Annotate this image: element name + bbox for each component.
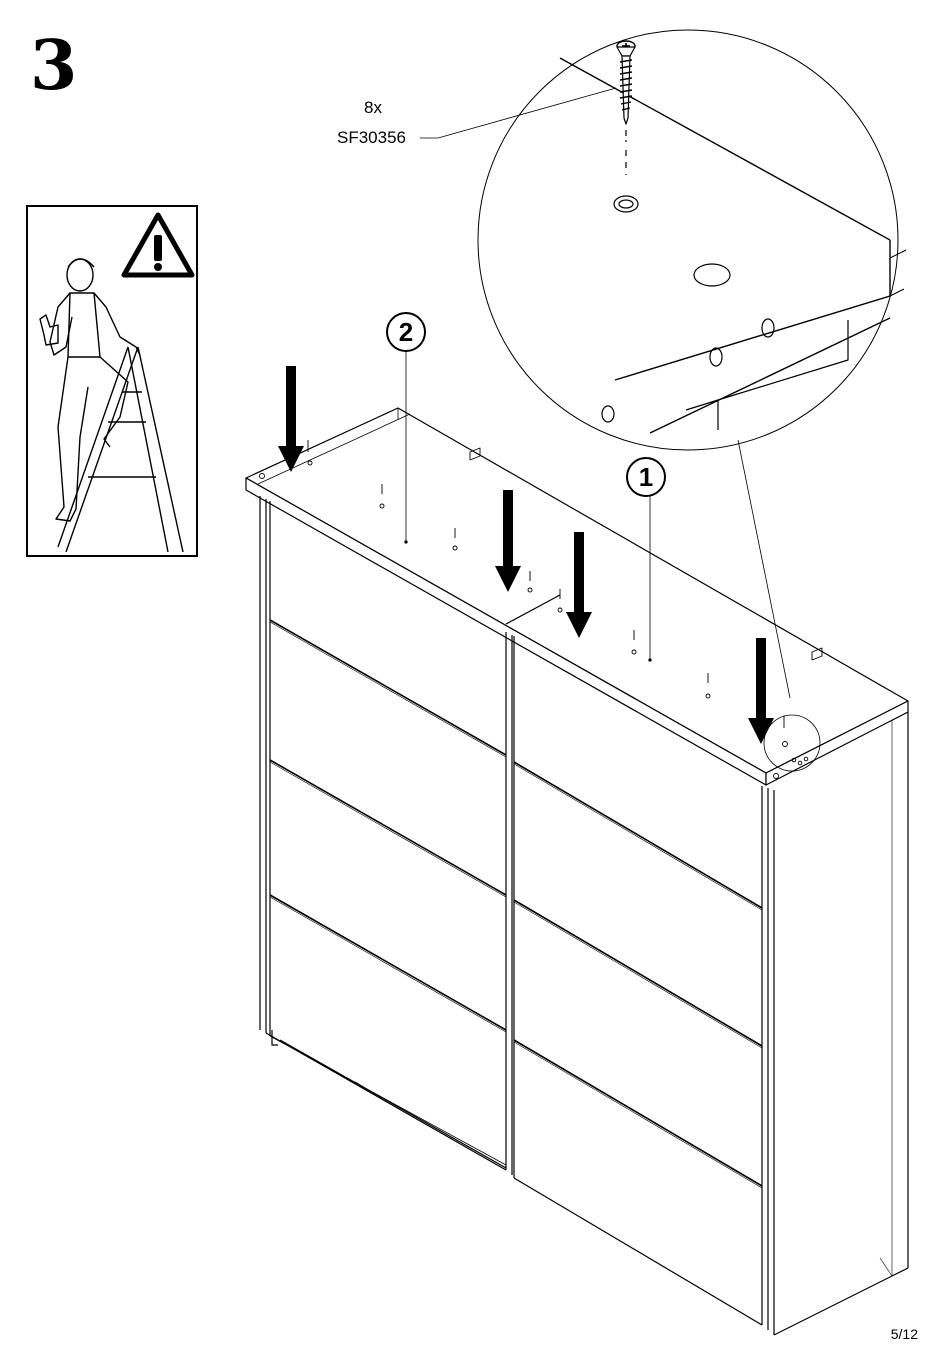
hardware-part-code: SF30356 bbox=[337, 128, 406, 148]
page-number: 5/12 bbox=[891, 1326, 918, 1342]
screw-icon bbox=[617, 41, 635, 124]
person-on-ladder-icon bbox=[40, 259, 183, 552]
hardware-quantity: 8x bbox=[364, 98, 382, 118]
callout-part-1: 1 bbox=[626, 457, 666, 497]
safety-warning-panel bbox=[26, 205, 198, 557]
step-number: 3 bbox=[30, 32, 77, 100]
warning-triangle-icon bbox=[124, 215, 192, 275]
callout-part-2: 2 bbox=[386, 312, 426, 352]
